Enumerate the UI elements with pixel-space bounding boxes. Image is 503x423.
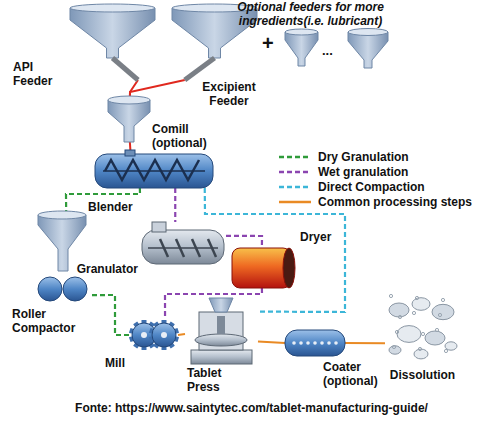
optional-feeders-note: Optional feeders for more ingredients(i.… <box>208 1 413 29</box>
equipment-label: Coater (optional) <box>323 360 387 389</box>
equipment-label-text: Dryer <box>300 230 331 244</box>
legend-row: Dry Granulation <box>278 149 472 164</box>
process-flow-line <box>66 188 140 215</box>
equipment-label: Dissolution <box>380 368 465 382</box>
source-caption: Fonte: https://www.saintytec.com/tablet-… <box>0 401 503 415</box>
legend-text: Common processing steps <box>318 195 472 209</box>
equipment-node: Mill <box>130 318 178 352</box>
process-flow-line <box>174 188 176 222</box>
equipment-illustration <box>232 248 297 288</box>
legend-text: Direct Compaction <box>318 180 425 194</box>
equipment-illustration <box>285 330 345 356</box>
legend-text: Wet granulation <box>318 165 408 179</box>
legend-row: Direct Compaction <box>278 179 472 194</box>
equipment-label-text: Coater (optional) <box>323 360 378 388</box>
process-flow-line <box>226 236 262 248</box>
equipment-label-text: API Feeder <box>13 60 52 88</box>
legend-row: Common processing steps <box>278 194 472 209</box>
equipment-node: Blender <box>95 150 213 188</box>
equipment-label-text: Tablet Press <box>187 366 221 394</box>
equipment-node: API Feeder <box>70 8 155 80</box>
equipment-label: Granulator <box>66 262 138 276</box>
equipment-label: Tablet Press <box>187 366 239 395</box>
legend-line-sample <box>278 197 312 207</box>
optional-feeder-icons <box>285 29 388 69</box>
legend: Dry GranulationWet granulationDirect Com… <box>278 149 472 209</box>
equipment-label-text: Dissolution <box>390 368 455 382</box>
process-flow-line <box>178 333 185 336</box>
equipment-illustration <box>385 290 460 365</box>
equipment-label-text: Comill (optional) <box>152 122 207 150</box>
equipment-label: Mill <box>105 356 145 370</box>
equipment-illustration <box>95 150 213 188</box>
equipment-node: Dryer <box>232 248 297 288</box>
equipment-label-text: Excipient Feeder <box>202 80 255 108</box>
process-flow-line <box>345 342 385 344</box>
process-flow-line <box>92 295 130 335</box>
equipment-node: Roller Compactor <box>32 215 92 303</box>
equipment-illustration <box>140 222 226 268</box>
equipment-illustration <box>70 8 155 80</box>
equipment-label-text: Mill <box>105 356 125 370</box>
equipment-label: Excipient Feeder <box>198 80 260 109</box>
legend-line-sample <box>278 182 312 192</box>
equipment-illustration <box>185 298 258 366</box>
legend-text: Dry Granulation <box>318 150 409 164</box>
equipment-label-text: Roller Compactor <box>12 307 75 335</box>
equipment-label-text: Blender <box>88 200 133 214</box>
process-flow-line <box>258 342 285 343</box>
equipment-label: Comill (optional) <box>152 122 214 151</box>
equipment-illustration <box>130 318 178 352</box>
equipment-label: Dryer <box>300 230 350 244</box>
legend-row: Wet granulation <box>278 164 472 179</box>
equipment-label: Roller Compactor <box>12 307 84 336</box>
equipment-node: Granulator <box>140 222 226 268</box>
process-flow-line <box>129 142 132 150</box>
equipment-illustration <box>108 100 150 142</box>
equipment-label-text: Granulator <box>77 262 138 276</box>
equipment-illustration <box>32 215 92 303</box>
equipment-node: Coater (optional) <box>285 330 345 356</box>
equipment-label: Blender <box>88 200 148 214</box>
equipment-node: Dissolution <box>385 290 460 365</box>
legend-line-sample <box>278 167 312 177</box>
equipment-node: Comill (optional) <box>108 100 150 142</box>
plus-sign: + <box>262 32 282 55</box>
equipment-node: Tablet Press <box>185 298 258 366</box>
legend-line-sample <box>278 152 312 162</box>
equipment-label: API Feeder <box>13 60 65 89</box>
ellipsis: ... <box>322 44 346 59</box>
